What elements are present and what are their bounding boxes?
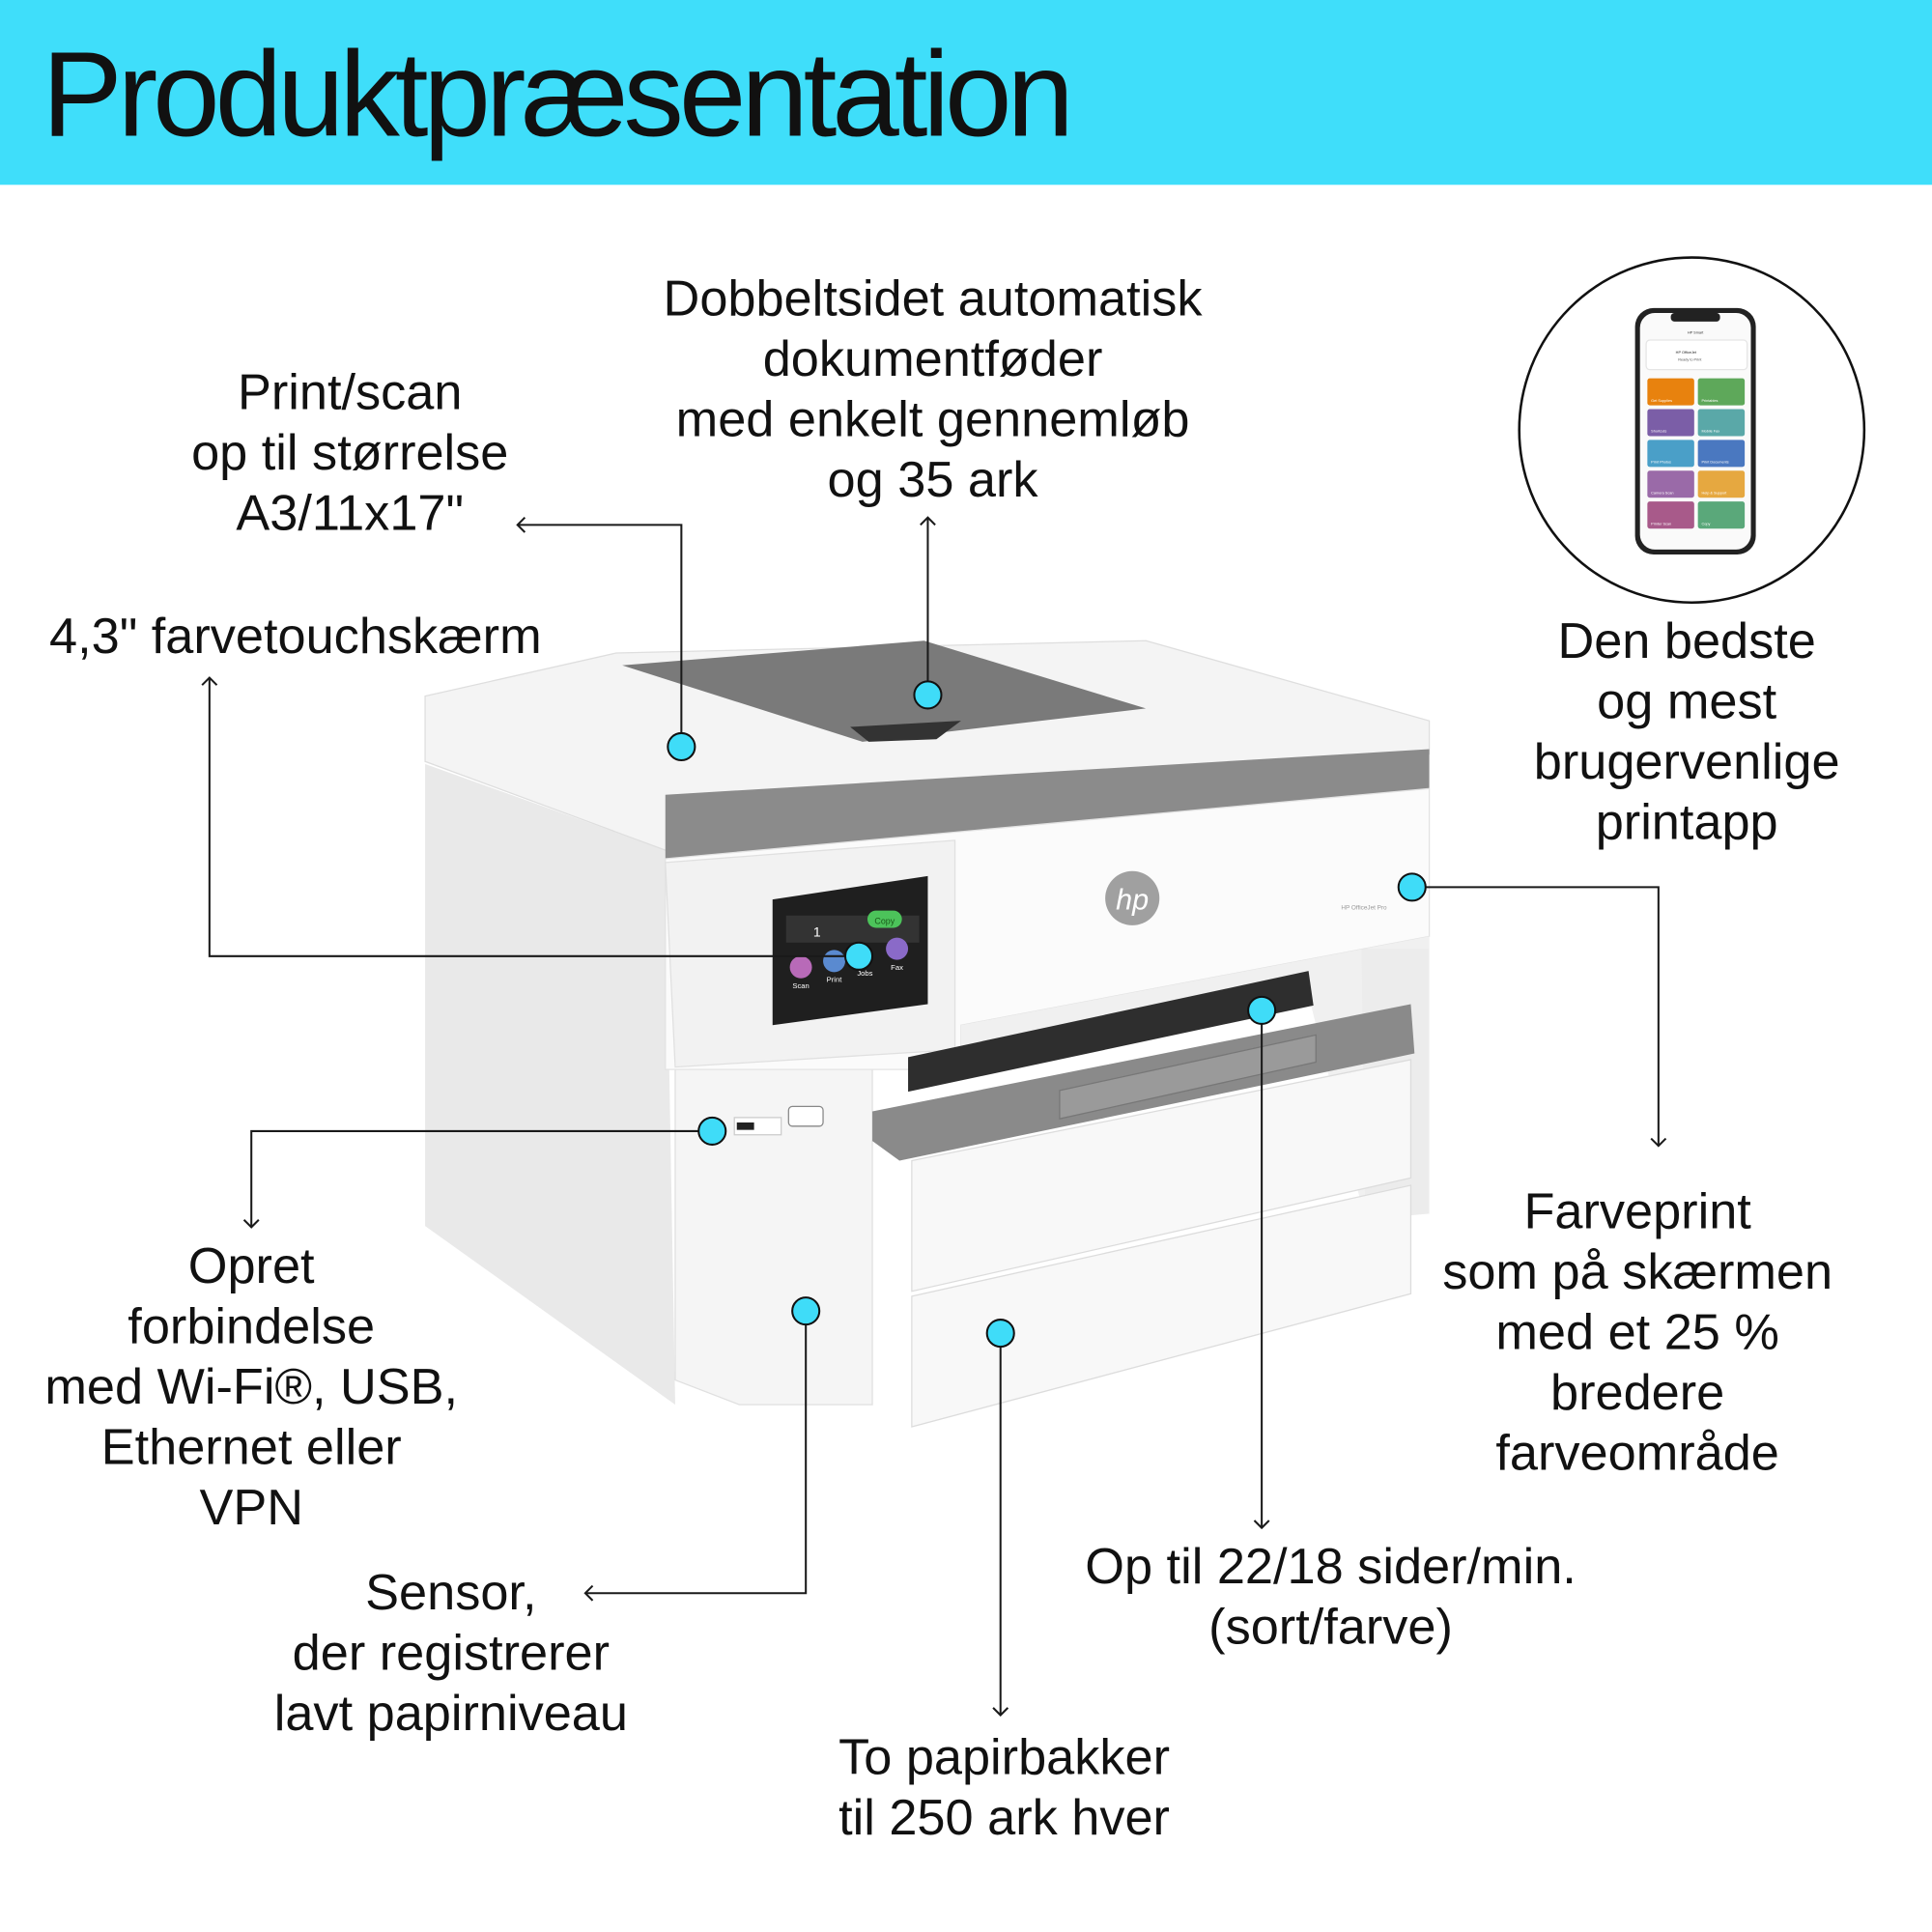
svg-text:4,3" farvetouchskærm: 4,3" farvetouchskærm (49, 609, 542, 665)
app-tile (1697, 409, 1746, 437)
app-tile (1647, 501, 1694, 529)
callout-connect: Opret forbindelse med Wi-Fi®, USB, Ether… (44, 1238, 458, 1536)
svg-text:Dobbeltsidet automatisk: Dobbeltsidet automatisk (664, 271, 1204, 327)
header-bar (0, 0, 1932, 185)
phone-mockup: HP Smart HP OfficeJet Ready to Print Get… (1634, 307, 1756, 554)
dot-sensor (791, 1296, 821, 1326)
app-tile-label: Get Supplies (1651, 399, 1672, 403)
svg-text:dokumentføder: dokumentføder (763, 331, 1103, 387)
app-tile-label: Printer Scan (1651, 522, 1671, 526)
usb-port (733, 1117, 782, 1136)
callout-dots (667, 680, 1427, 1349)
svg-text:HP Smart: HP Smart (1688, 331, 1704, 335)
svg-text:og mest: og mest (1597, 674, 1776, 730)
callout-speed: Op til 22/18 sider/min. (sort/farve) (1085, 1539, 1577, 1656)
svg-text:forbindelse: forbindelse (128, 1298, 375, 1354)
dot-print-scan (667, 731, 696, 762)
dot-connect (697, 1116, 727, 1146)
output-slot (908, 971, 1314, 1093)
svg-text:bredere: bredere (1550, 1365, 1724, 1421)
app-tile (1647, 409, 1694, 437)
svg-text:Copy: Copy (874, 917, 895, 926)
app-tile (1697, 440, 1746, 468)
svg-text:Ethernet eller: Ethernet eller (101, 1419, 402, 1475)
callout-print-scan: Print/scan op til størrelse A3/11x17" (191, 364, 508, 541)
app-tile (1647, 440, 1694, 468)
svg-text:Print/scan: Print/scan (238, 364, 462, 420)
app-tile-label: Print Documents (1701, 461, 1728, 465)
page-title: Produktpræsentation (42, 27, 1068, 161)
svg-text:med enkelt gennemløb: med enkelt gennemløb (676, 392, 1190, 448)
hp-logo (1105, 870, 1160, 925)
callout-color: Farveprint som på skærmen med et 25 % br… (1442, 1184, 1833, 1482)
callout-touchscreen: 4,3" farvetouchskærm (49, 609, 542, 665)
app-tile-label: Copy (1701, 522, 1710, 526)
svg-text:til 250 ark hver: til 250 ark hver (838, 1790, 1170, 1846)
callout-trays: To papirbakker til 250 ark hver (838, 1730, 1170, 1847)
svg-text:VPN: VPN (199, 1480, 303, 1536)
screen-app-scan: Scan (792, 981, 809, 990)
svg-text:Op til 22/18 sider/min.: Op til 22/18 sider/min. (1085, 1539, 1577, 1595)
screen-app-jobs: Jobs (857, 969, 872, 978)
callout-adf: Dobbeltsidet automatisk dokumentføder me… (664, 271, 1204, 508)
dot-speed (1247, 995, 1277, 1025)
svg-text:(sort/farve): (sort/farve) (1208, 1600, 1453, 1656)
copies-value: 1 (813, 923, 821, 939)
svg-text:der registrerer: der registrerer (293, 1625, 610, 1681)
adf-tray (622, 640, 1147, 742)
svg-text:som på skærmen: som på skærmen (1442, 1244, 1833, 1300)
paper-tray-1 (911, 1059, 1412, 1293)
svg-text:hp: hp (1116, 883, 1149, 916)
svg-text:A3/11x17": A3/11x17" (236, 485, 464, 541)
svg-text:Ready to Print: Ready to Print (1678, 358, 1702, 362)
app-tile-label: Mobile Fax (1701, 430, 1719, 434)
app-tile-label: Print Photos (1651, 461, 1671, 465)
dot-color (1397, 872, 1427, 902)
svg-text:Opret: Opret (188, 1238, 315, 1294)
printer-illustration: 1 Copy Scan Print Jobs Fax hp HP OfficeJ… (424, 639, 1431, 1428)
dot-trays (985, 1319, 1015, 1349)
svg-text:lavt papirniveau: lavt papirniveau (274, 1686, 628, 1742)
callout-sensor: Sensor, der registrerer lavt papirniveau (274, 1565, 628, 1742)
screen-app-print: Print (827, 976, 843, 984)
svg-text:farveområde: farveområde (1495, 1426, 1779, 1482)
model-label: HP OfficeJet Pro (1341, 904, 1387, 911)
svg-text:printapp: printapp (1596, 795, 1778, 851)
svg-text:og 35 ark: og 35 ark (828, 452, 1039, 508)
svg-text:Sensor,: Sensor, (365, 1565, 536, 1621)
app-tile-label: Shortcuts (1651, 430, 1666, 434)
app-tile (1697, 470, 1746, 498)
app-tile (1647, 470, 1694, 498)
paper-tray-2 (911, 1184, 1412, 1428)
app-tile (1697, 378, 1746, 406)
callout-lines (201, 516, 1667, 1717)
power-button (787, 1105, 824, 1127)
callout-app: Den bedste og mest brugervenlige printap… (1534, 613, 1840, 850)
svg-text:HP OfficeJet: HP OfficeJet (1676, 351, 1697, 355)
svg-text:brugervenlige: brugervenlige (1534, 734, 1840, 790)
svg-text:Farveprint: Farveprint (1523, 1184, 1751, 1240)
app-tile-label: Help & Support (1701, 491, 1727, 495)
svg-text:To papirbakker: To papirbakker (838, 1730, 1170, 1786)
svg-text:op til størrelse: op til størrelse (191, 425, 508, 481)
app-tile (1697, 501, 1746, 529)
app-tile-label: Printables (1701, 399, 1718, 403)
svg-text:med et 25 %: med et 25 % (1495, 1305, 1779, 1361)
app-tile-label: Camera Scan (1651, 491, 1673, 495)
dot-touchscreen (843, 941, 874, 971)
svg-text:med Wi-Fi®, USB,: med Wi-Fi®, USB, (44, 1359, 458, 1415)
svg-text:Den bedste: Den bedste (1557, 613, 1815, 669)
app-tile (1647, 378, 1694, 406)
dot-adf (913, 680, 943, 710)
screen-app-fax: Fax (891, 963, 903, 972)
copy-button (867, 910, 902, 928)
